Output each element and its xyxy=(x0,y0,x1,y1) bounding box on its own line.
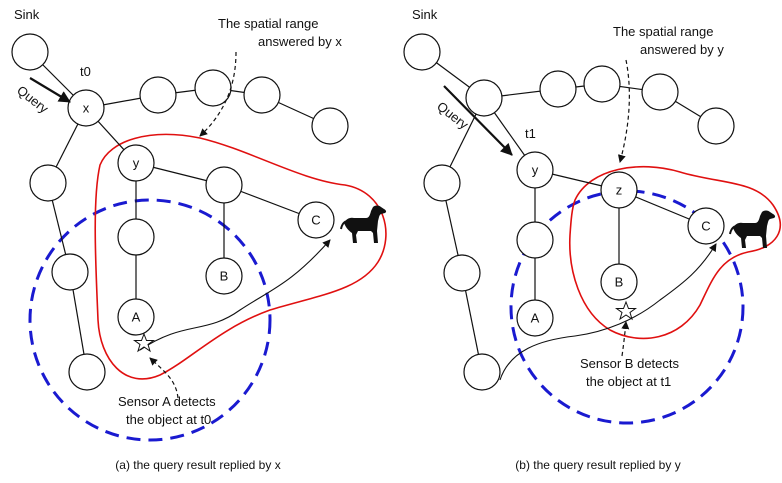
query-arrow xyxy=(29,77,71,103)
panel-b: y z C B A Sink t1 Query The spatial rang… xyxy=(403,7,781,472)
node-b xyxy=(205,257,243,295)
node-a xyxy=(117,298,155,336)
node xyxy=(697,107,735,145)
node xyxy=(29,164,67,202)
node xyxy=(463,353,501,391)
node-y xyxy=(516,151,554,189)
node xyxy=(51,253,89,291)
query-arrow xyxy=(443,85,513,156)
time-label: t1 xyxy=(525,126,536,141)
node xyxy=(117,218,155,256)
node xyxy=(311,107,349,145)
node-c xyxy=(687,207,725,245)
node xyxy=(539,70,577,108)
range-callout-pointer xyxy=(617,59,630,163)
node-a-label: A xyxy=(531,311,540,326)
range-callout-line2: answered by y xyxy=(640,42,724,57)
node-b xyxy=(600,263,638,301)
node-b-label: B xyxy=(220,269,229,284)
node-c-label: C xyxy=(701,219,710,234)
node-x-label: x xyxy=(83,101,90,116)
sink-node xyxy=(403,33,441,71)
network-nodes xyxy=(403,33,735,391)
dog-icon xyxy=(729,209,777,249)
time-label: t0 xyxy=(80,64,91,79)
node-c xyxy=(297,201,335,239)
panel-a: x y C B A Sink t0 Query The spatial rang… xyxy=(11,7,388,472)
node-c-label: C xyxy=(311,213,320,228)
node-y-label: y xyxy=(133,156,140,171)
range-callout-pointer xyxy=(199,51,237,137)
network-nodes xyxy=(11,33,349,391)
node-y xyxy=(117,144,155,182)
detect-callout-line1: Sensor A detects xyxy=(118,394,216,409)
sink-node xyxy=(11,33,49,71)
caption-b: (b) the query result replied by y xyxy=(515,458,680,472)
detect-callout-line2: the object at t0 xyxy=(126,412,211,427)
detect-callout-pointer xyxy=(621,321,630,357)
sink-label: Sink xyxy=(14,7,40,22)
node-a xyxy=(516,299,554,337)
node-y-label: y xyxy=(532,163,539,178)
detection-star-icon xyxy=(132,332,156,353)
node xyxy=(465,79,503,117)
caption-a: (a) the query result replied by x xyxy=(115,458,280,472)
sink-label: Sink xyxy=(412,7,438,22)
detect-callout-pointer xyxy=(149,357,179,399)
node xyxy=(583,65,621,103)
dog-icon xyxy=(340,204,388,244)
node xyxy=(423,164,461,202)
detect-callout-line2: the object at t1 xyxy=(586,374,671,389)
range-callout-line1: The spatial range xyxy=(613,24,713,39)
communication-range-circle xyxy=(509,189,745,425)
node xyxy=(68,353,106,391)
node xyxy=(516,221,554,259)
node xyxy=(139,76,177,114)
node-z xyxy=(600,171,638,209)
communication-range-circle xyxy=(28,198,272,442)
node-x xyxy=(67,89,105,127)
range-callout-line2: answered by x xyxy=(258,34,342,49)
object-trajectory xyxy=(499,243,717,381)
node-b-label: B xyxy=(615,275,624,290)
detection-star-icon xyxy=(614,300,638,321)
node-a-label: A xyxy=(132,310,141,325)
object-trajectory xyxy=(139,239,331,351)
node xyxy=(641,73,679,111)
node xyxy=(205,166,243,204)
node-z-label: z xyxy=(616,183,623,198)
spatial-range-outline xyxy=(569,166,781,340)
spatial-range-outline xyxy=(94,133,387,380)
range-callout-line1: The spatial range xyxy=(218,16,318,31)
query-label: Query xyxy=(434,99,472,133)
node xyxy=(443,254,481,292)
node xyxy=(243,76,281,114)
detect-callout-line1: Sensor B detects xyxy=(580,356,679,371)
